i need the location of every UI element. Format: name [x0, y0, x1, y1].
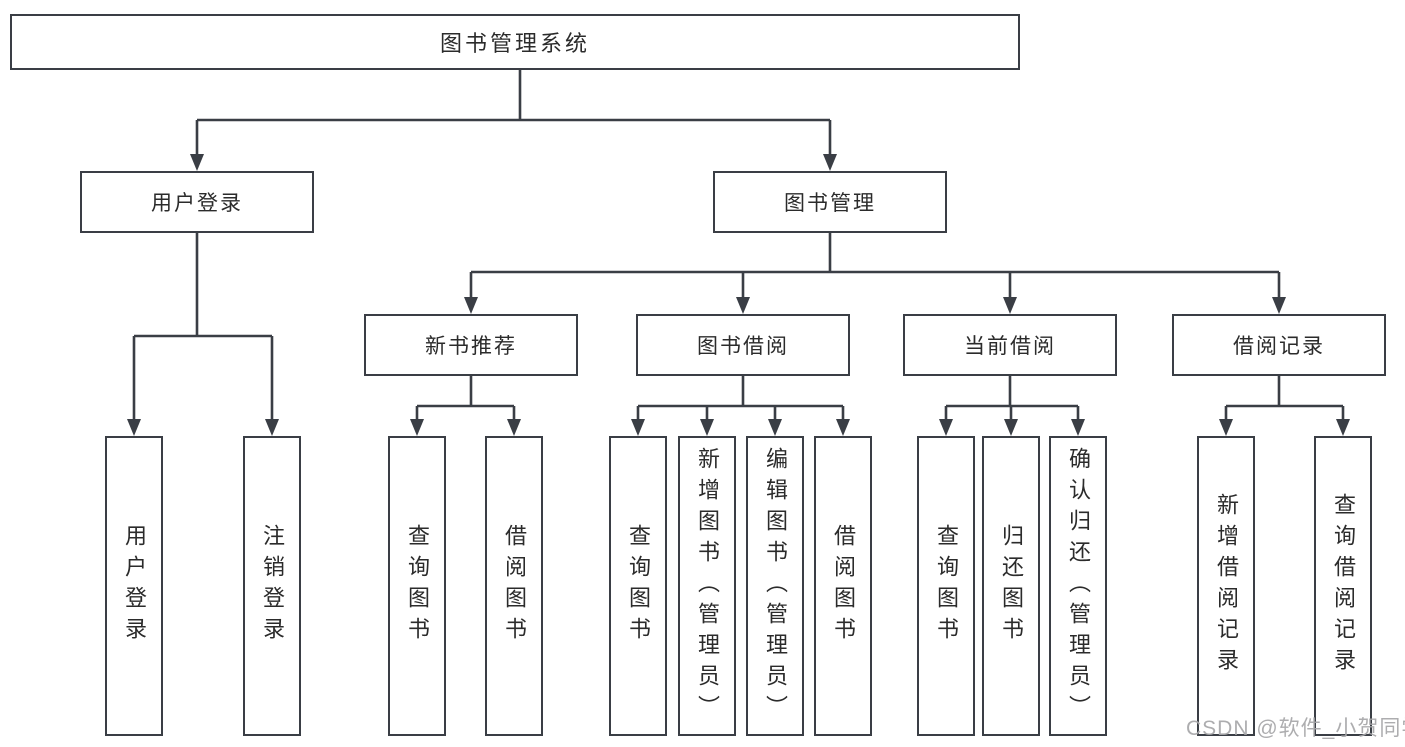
- leaf-user-login: 用户登录: [105, 436, 163, 736]
- leaf-logout: 注销登录: [243, 436, 301, 736]
- leaf-query-borrow-record: 查询借阅记录: [1314, 436, 1372, 736]
- leaf-borrow-books: 借阅图书: [485, 436, 543, 736]
- leaf-label: 借阅图书: [831, 524, 856, 648]
- node-root-library-system: 图书管理系统: [10, 14, 1020, 70]
- node-user-login: 用户登录: [80, 171, 314, 233]
- csdn-watermark: CSDN @软件_小贺同学: [1186, 717, 1405, 740]
- leaf-label: 查询图书: [405, 524, 430, 648]
- leaf-label: 查询借阅记录: [1331, 493, 1356, 679]
- leaf-query-books: 查询图书: [609, 436, 667, 736]
- node-book-management: 图书管理: [713, 171, 947, 233]
- leaf-confirm-return-admin: 确认归还（管理员）: [1049, 436, 1107, 736]
- connector-borrow-records-to-leaves: [1219, 376, 1350, 436]
- connector-root-to-level1: [190, 70, 837, 171]
- leaf-label: 确认归还（管理员）: [1066, 446, 1091, 726]
- leaf-label: 归还图书: [999, 524, 1024, 648]
- connector-book-borrow-to-leaves: [631, 376, 850, 436]
- connector-current-borrow-to-leaves: [939, 376, 1085, 436]
- connector-new-book-recommend-to-leaves: [410, 376, 521, 436]
- leaf-query-books: 查询图书: [388, 436, 446, 736]
- node-book-borrow: 图书借阅: [636, 314, 850, 376]
- node-current-borrow: 当前借阅: [903, 314, 1117, 376]
- node-borrow-records: 借阅记录: [1172, 314, 1386, 376]
- leaf-label: 新增图书（管理员）: [695, 446, 720, 726]
- leaf-label: 借阅图书: [502, 524, 527, 648]
- connector-book-management-to-level2: [464, 233, 1286, 314]
- leaf-add-books-admin: 新增图书（管理员）: [678, 436, 736, 736]
- leaf-edit-books-admin: 编辑图书（管理员）: [746, 436, 804, 736]
- leaf-label: 编辑图书（管理员）: [763, 446, 788, 726]
- leaf-label: 新增借阅记录: [1214, 493, 1239, 679]
- leaf-label: 用户登录: [122, 524, 147, 648]
- leaf-return-books: 归还图书: [982, 436, 1040, 736]
- connector-user-login-to-leaves: [127, 233, 279, 436]
- node-new-book-recommend: 新书推荐: [364, 314, 578, 376]
- leaf-label: 查询图书: [934, 524, 959, 648]
- leaf-label: 注销登录: [260, 524, 285, 648]
- leaf-label: 查询图书: [626, 524, 651, 648]
- leaf-add-borrow-record: 新增借阅记录: [1197, 436, 1255, 736]
- leaf-borrow-books: 借阅图书: [814, 436, 872, 736]
- leaf-query-books: 查询图书: [917, 436, 975, 736]
